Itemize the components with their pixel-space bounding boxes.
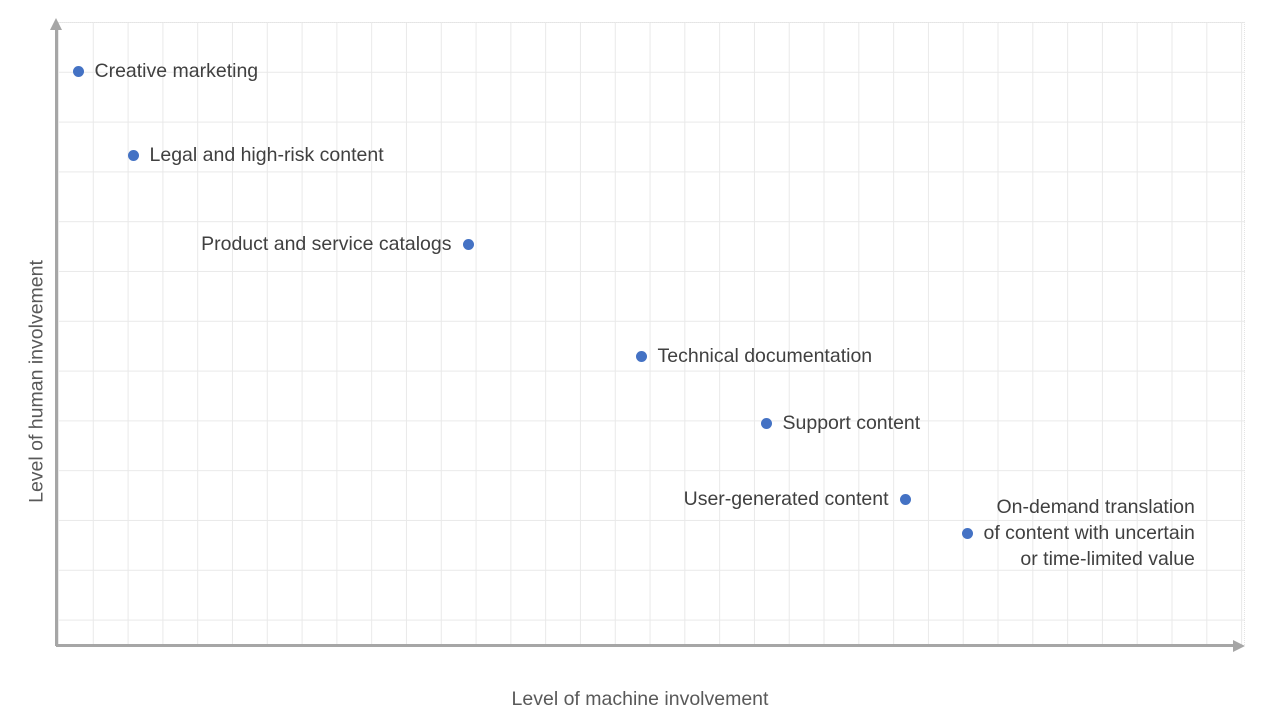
plot-area-gridlines (58, 22, 1245, 645)
plot-area-right-border (1244, 22, 1245, 645)
data-point-marker[interactable] (127, 149, 139, 161)
x-axis-line (56, 644, 1236, 647)
data-point-marker[interactable] (635, 350, 647, 362)
data-point-label-line: of content with uncertain (983, 522, 1195, 544)
data-point-label: Creative marketing (95, 58, 259, 84)
data-point-marker[interactable] (961, 527, 973, 539)
data-point-marker[interactable] (72, 65, 84, 77)
y-axis-line (55, 28, 58, 646)
data-point-label-line: Creative marketing (94, 60, 259, 82)
data-point-label-line: Support content (782, 412, 921, 434)
plot-area-top-border (58, 22, 1245, 23)
data-point-label-line: Technical documentation (657, 345, 873, 367)
data-point-label: Product and service catalogs (201, 231, 451, 257)
y-axis-title: Level of human involvement (25, 260, 48, 503)
x-axis-arrow-icon (1233, 639, 1245, 652)
data-point-marker[interactable] (760, 417, 772, 429)
data-point-label: Support content (783, 410, 921, 436)
data-point-label-line: User-generated content (683, 488, 889, 510)
data-point-label-line: On-demand translation (996, 496, 1195, 518)
data-point-label-line: Product and service catalogs (201, 233, 452, 255)
x-axis-title: Level of machine involvement (511, 688, 769, 710)
data-point-label: Legal and high-risk content (150, 142, 384, 168)
data-point-label: User-generated content (684, 486, 889, 512)
data-point-label-line: Legal and high-risk content (149, 144, 384, 166)
data-point-label: On-demand translation of content with unc… (984, 494, 1195, 572)
data-point-label-line: or time-limited value (1020, 548, 1195, 570)
data-point-marker[interactable] (462, 238, 474, 250)
data-point-marker[interactable] (899, 493, 911, 505)
data-point-label: Technical documentation (658, 343, 873, 369)
y-axis-arrow-icon (50, 18, 62, 30)
